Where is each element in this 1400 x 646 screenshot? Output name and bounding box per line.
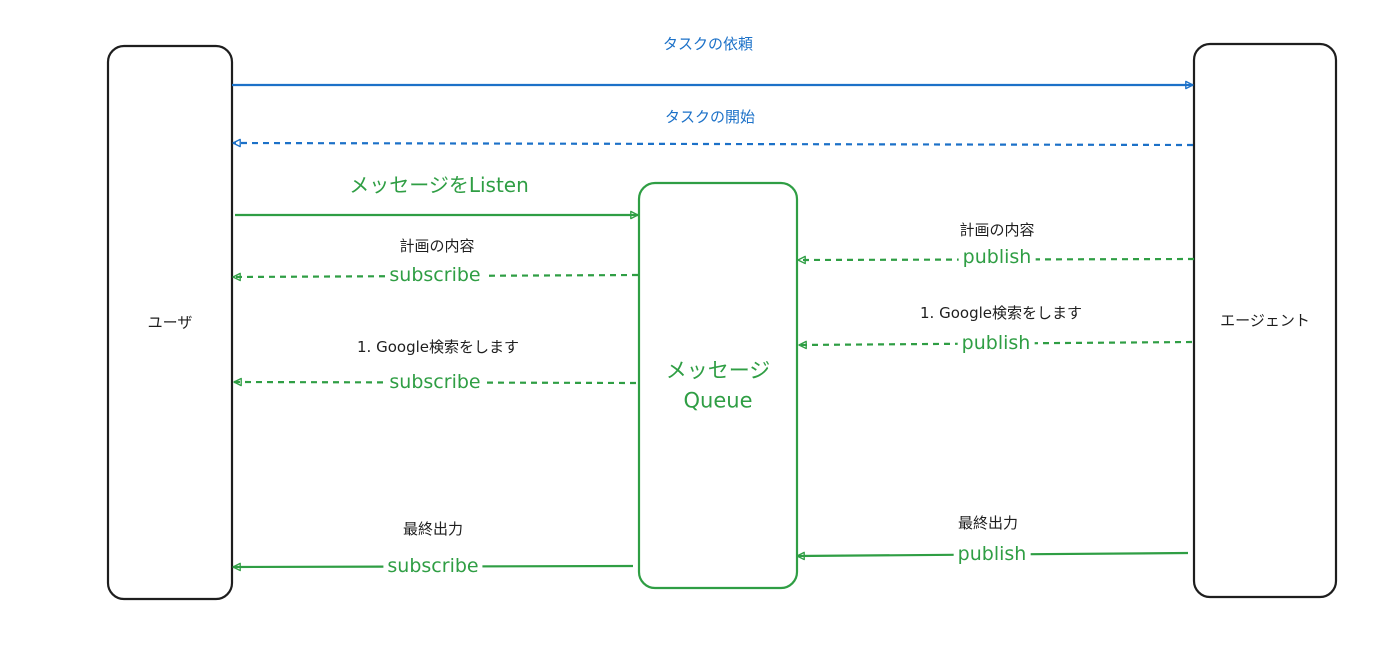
subscribe-plan-label: subscribe <box>385 264 485 287</box>
publish-plan-label: publish <box>958 246 1036 269</box>
publish-google-label: publish <box>957 332 1035 355</box>
queue-box <box>637 181 799 590</box>
listen-label: メッセージをListen <box>349 173 529 197</box>
queue-label-line2: Queue <box>683 389 753 413</box>
publish-final-label: publish <box>953 543 1031 566</box>
subscribe-google-label: subscribe <box>385 371 485 394</box>
user-label: ユーザ <box>147 313 193 332</box>
plan-left-label: 計画の内容 <box>399 237 475 255</box>
task-request-label: タスクの依頼 <box>662 35 754 53</box>
agent-box <box>1192 42 1338 599</box>
agent-label: エージェント <box>1220 311 1310 330</box>
task-start-arrow <box>232 138 1194 148</box>
google-left-label: 1. Google検索をします <box>357 338 519 356</box>
queue-label: メッセージ Queue <box>666 356 771 417</box>
queue-label-line1: メッセージ <box>665 358 771 383</box>
task-start-label: タスクの開始 <box>664 108 756 126</box>
user-box <box>106 44 234 601</box>
final-left-label: 最終出力 <box>402 520 464 538</box>
google-right-label: 1. Google検索をします <box>920 304 1082 322</box>
final-right-label: 最終出力 <box>957 514 1019 532</box>
subscribe-final-label: subscribe <box>383 555 483 578</box>
plan-right-label: 計画の内容 <box>959 221 1035 239</box>
